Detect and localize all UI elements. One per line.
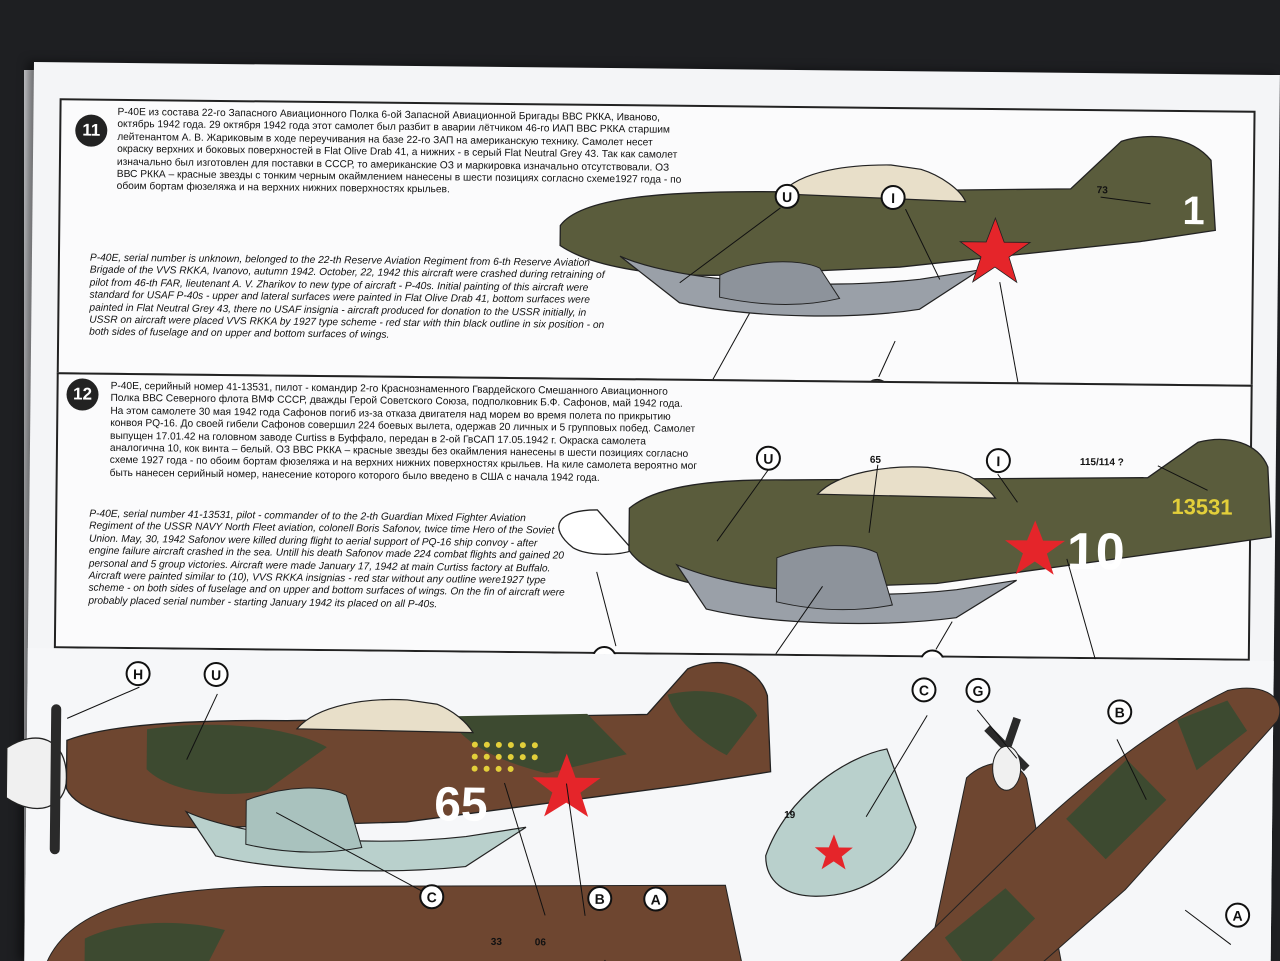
callout-u: U	[203, 661, 229, 688]
callout-i: I	[880, 184, 906, 211]
aircraft-profile-12: 10 13531	[558, 438, 1272, 662]
callout-a-top: A	[1225, 902, 1251, 928]
callout-b-top: B	[1107, 699, 1133, 725]
victory-stars-icon	[471, 741, 538, 773]
profile-panel-11: 11 Р-40Е из состава 22-го Запасного Авиа…	[56, 98, 1256, 404]
callout-h: H	[125, 660, 151, 687]
ref-06: 06	[534, 937, 546, 949]
callout-b: B	[587, 885, 613, 912]
callout-c-top: C	[911, 677, 937, 703]
tail-serial: 13531	[1171, 494, 1232, 520]
aircraft-profile-11: 1	[559, 136, 1216, 388]
red-star-icon	[1005, 520, 1066, 575]
callout-i: I	[985, 447, 1012, 474]
callout-u: U	[774, 183, 800, 210]
serial-note: 115/114 ?	[1079, 456, 1124, 469]
aircraft-profile-13: 65	[5, 661, 1280, 961]
instruction-sheet: 11 Р-40Е из состава 22-го Запасного Авиа…	[5, 62, 1280, 961]
profile-panel-12: 12 Р-40Е, серийный номер 41-13531, пилот…	[53, 372, 1272, 678]
red-star-icon	[958, 216, 1032, 284]
ref-33: 33	[490, 936, 502, 948]
profile-panel-13: 65	[5, 647, 1280, 961]
ref-19: 19	[784, 809, 796, 822]
ref-73: 73	[1096, 185, 1108, 197]
callout-c: C	[419, 884, 445, 910]
callout-g: G	[965, 677, 991, 704]
fuselage-number: 10	[1067, 523, 1125, 582]
fuselage-number: 65	[434, 778, 488, 832]
callout-a: A	[643, 886, 669, 912]
callout-u: U	[755, 445, 782, 471]
tail-number: 1	[1182, 189, 1205, 233]
ref-65: 65	[869, 454, 882, 466]
